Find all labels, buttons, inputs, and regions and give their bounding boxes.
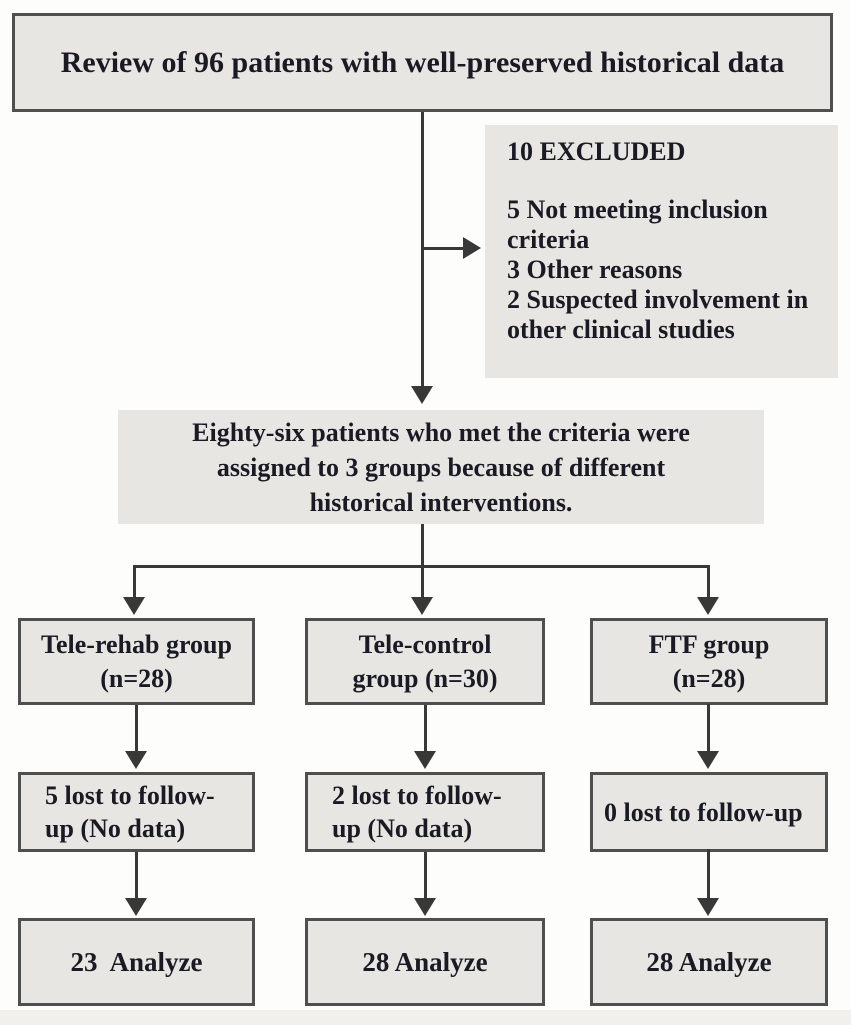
connector-group2-to-lost-line [424, 705, 427, 751]
arrowhead-into-group1-icon [123, 597, 145, 615]
connector-assignment-down-line [421, 524, 424, 566]
group-box-tele-rehab: Tele-rehab group(n=28) [18, 618, 255, 705]
connector-group3-to-lost-line [707, 704, 710, 751]
arrowhead-into-group3-icon [697, 597, 719, 615]
arrowhead-into-lost1-icon [125, 751, 147, 769]
review-box: Review of 96 patients with well-preserve… [12, 13, 833, 112]
exclusion-box: 10 EXCLUDED 5 Not meeting inclusion crit… [485, 125, 838, 378]
lost-box-ftf: 0 lost to follow-up [590, 772, 828, 852]
assignment-box: Eighty-six patients who met the criteria… [118, 410, 764, 524]
arrowhead-into-lost3-icon [697, 751, 719, 769]
arrowhead-into-assignment-icon [411, 386, 433, 404]
arrowhead-into-analyze1-icon [125, 898, 147, 916]
exclusion-title: 10 EXCLUDED [507, 137, 686, 166]
analyze-box-tele-rehab: 23 Analyze [18, 918, 255, 1006]
analyze-box-ftf: 28 Analyze [590, 918, 828, 1006]
exclusion-item: 2 Suspected involvement in other clinica… [507, 285, 809, 344]
connector-col3-drop-line [707, 565, 710, 599]
connector-exclusion-branch-line [421, 247, 465, 250]
lost-box-tele-rehab: 5 lost to follow-up (No data) [18, 772, 255, 852]
arrowhead-into-analyze3-icon [697, 898, 719, 916]
exclusion-item: 3 Other reasons [507, 255, 683, 284]
analyze-box-tele-control: 28 Analyze [305, 918, 545, 1006]
lost-box-tele-control: 2 lost to follow-up (No data) [305, 772, 545, 852]
arrowhead-into-analyze2-icon [414, 898, 436, 916]
connector-col2-drop-line [421, 565, 424, 599]
exclusion-item: 5 Not meeting inclusion criteria [507, 195, 768, 254]
connector-lost1-to-analyze-line [135, 852, 138, 898]
arrowhead-into-exclusion-icon [463, 237, 481, 259]
connector-group1-to-lost-line [135, 705, 138, 751]
connector-lost2-to-analyze-line [424, 852, 427, 898]
arrowhead-into-group2-icon [411, 597, 433, 615]
arrowhead-into-lost2-icon [414, 751, 436, 769]
group-box-ftf: FTF group(n=28) [590, 618, 828, 705]
connector-col1-drop-line [133, 565, 136, 599]
connector-lost3-to-analyze-line [707, 849, 710, 898]
scan-artifact-band [0, 1010, 851, 1025]
